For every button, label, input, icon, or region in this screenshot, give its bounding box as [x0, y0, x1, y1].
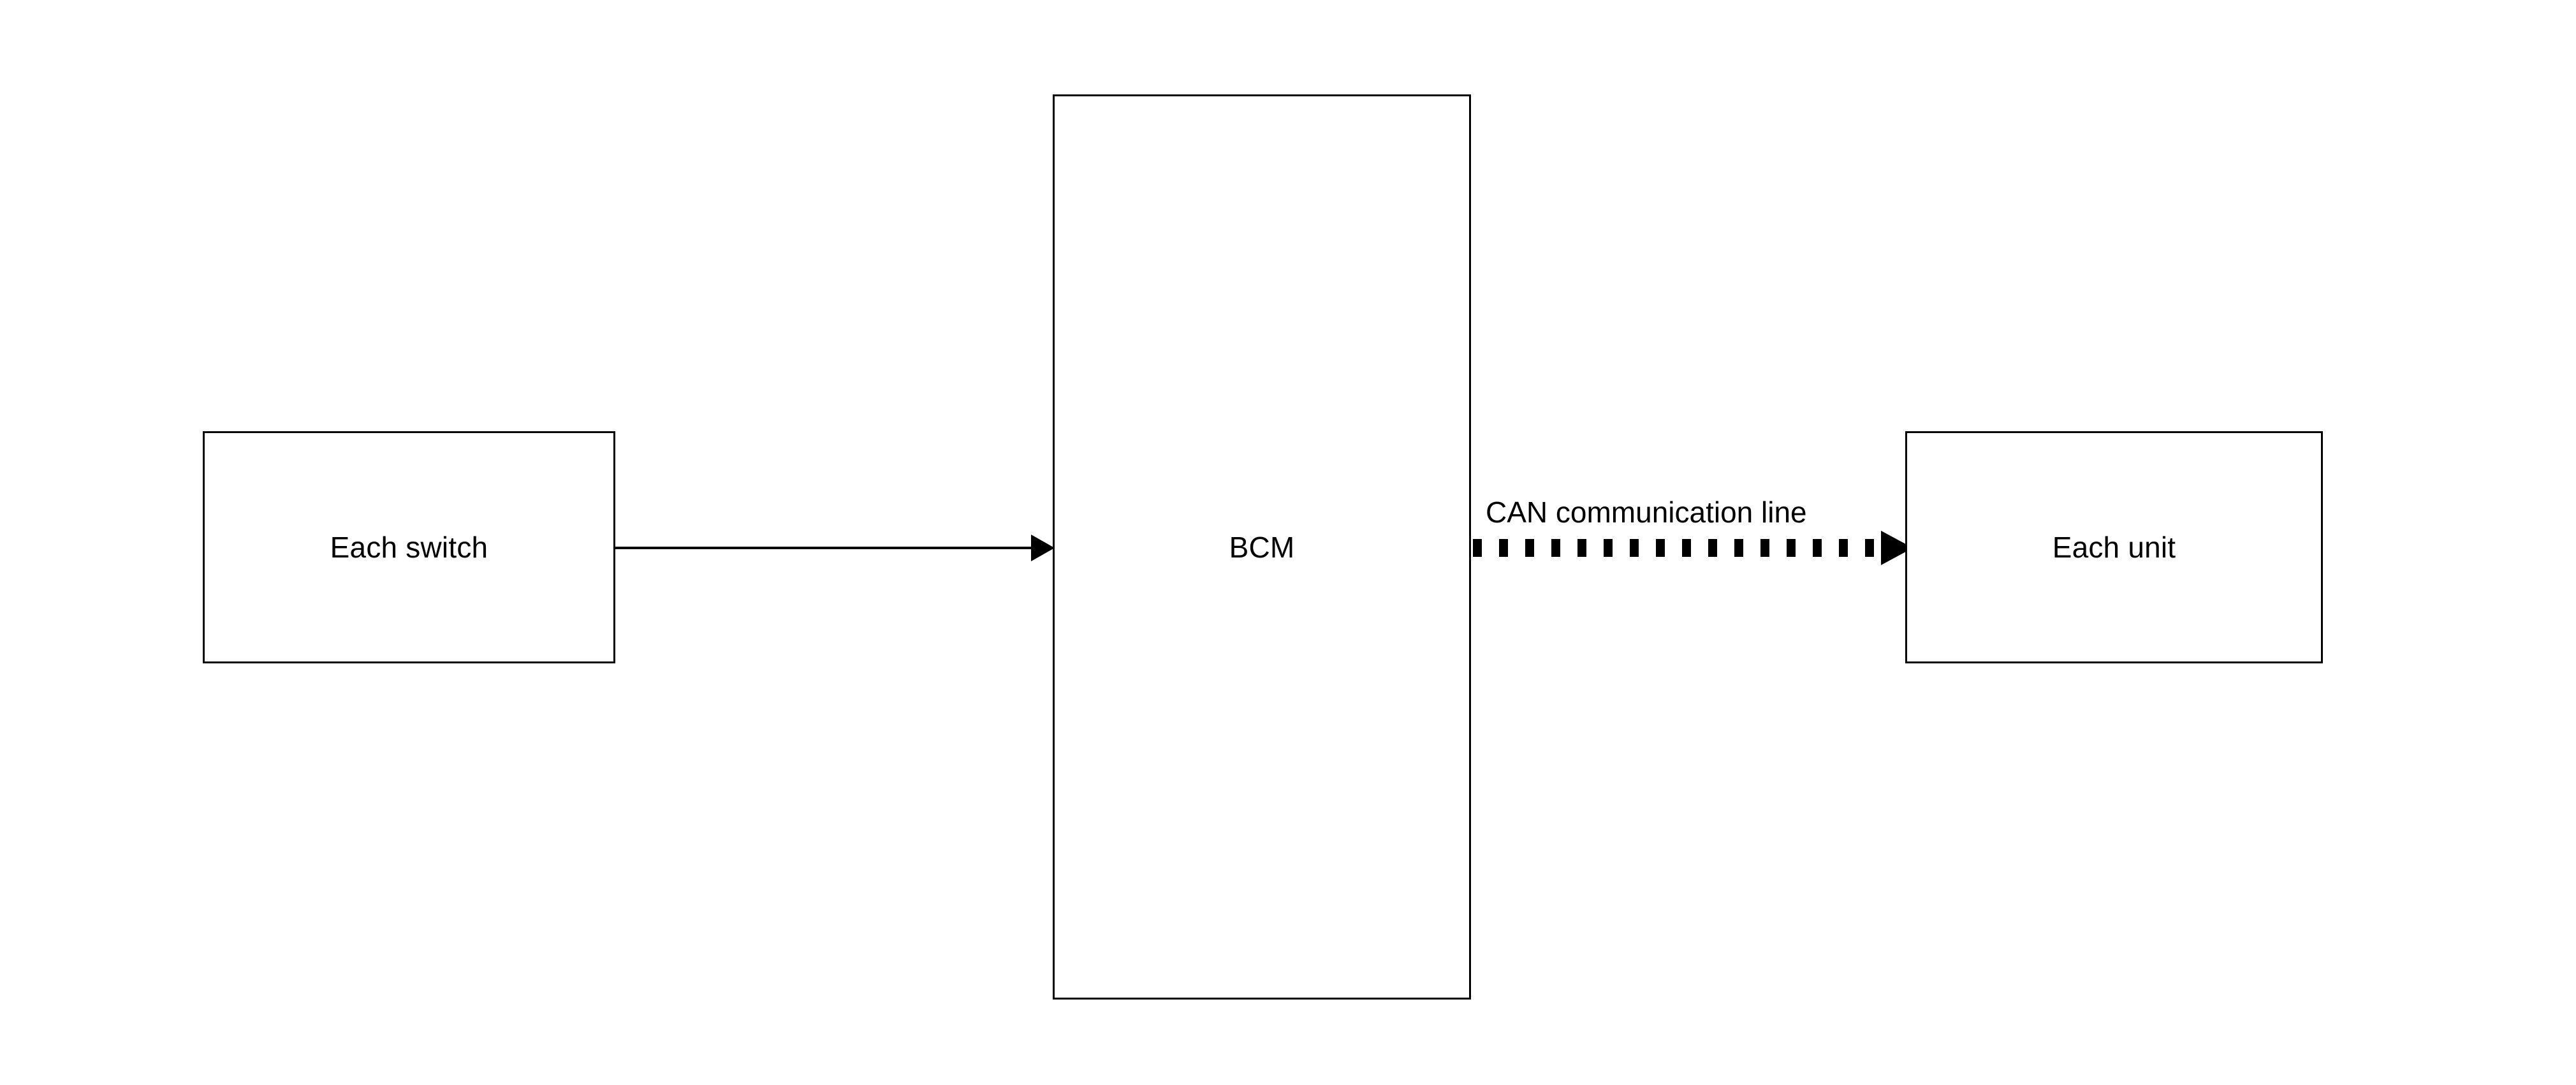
block-each-switch-label: Each switch	[330, 531, 488, 564]
block-each-unit-label: Each unit	[2052, 531, 2176, 564]
connector-bcm-to-unit-svg	[1470, 531, 1913, 565]
block-bcm-label: BCM	[1229, 531, 1295, 564]
block-each-unit[interactable]: Each unit	[1905, 431, 2323, 663]
connector-bcm-to-unit	[1470, 528, 1913, 566]
block-bcm-label-wrap: BCM	[1055, 533, 1469, 562]
block-each-switch[interactable]: Each switch	[203, 431, 615, 663]
connector-switch-to-bcm	[615, 535, 1055, 561]
connector-can-label: CAN communication line	[1486, 496, 1807, 529]
connector-switch-to-bcm-svg	[615, 535, 1055, 561]
arrowhead-icon	[1881, 531, 1913, 565]
block-bcm[interactable]: BCM	[1053, 94, 1471, 1000]
arrowhead-icon	[1031, 535, 1055, 561]
